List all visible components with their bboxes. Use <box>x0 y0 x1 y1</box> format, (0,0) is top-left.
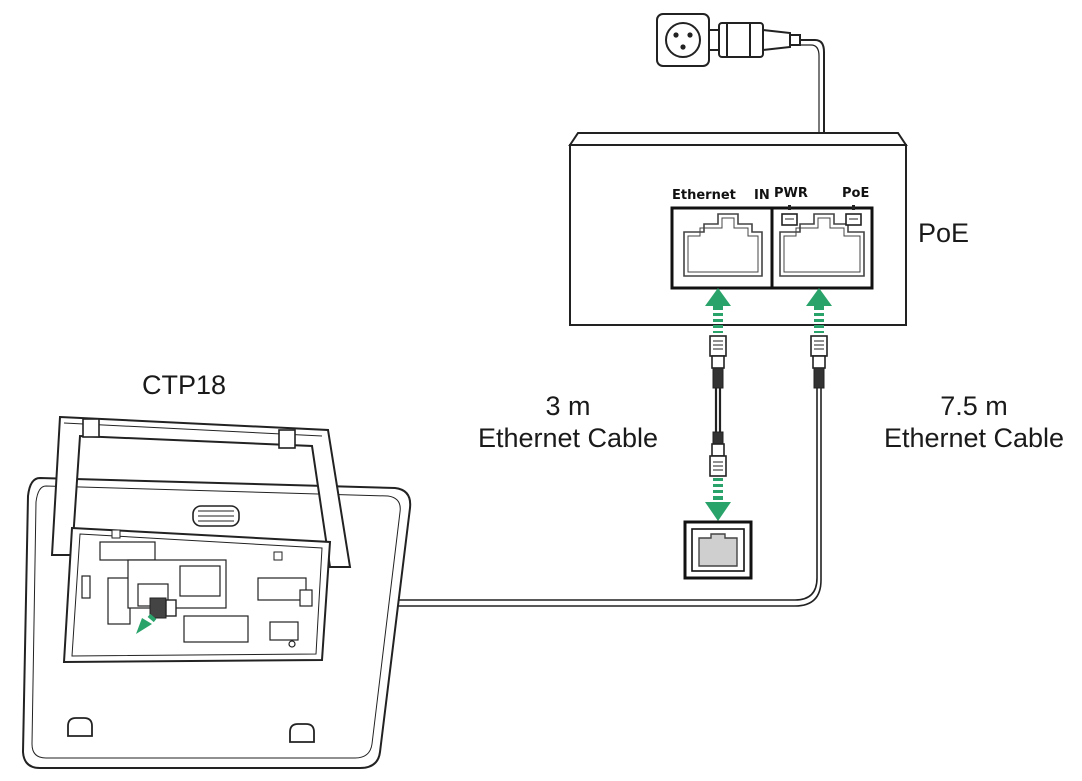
long-cable-type: Ethernet Cable <box>883 422 1065 453</box>
power-outlet-icon <box>656 13 710 67</box>
device-label: CTP18 <box>142 370 227 400</box>
long-cable-length: 7.5 m <box>940 391 1008 421</box>
port-label-pwr: PWR <box>774 186 808 201</box>
arrow-to-poe-out-icon <box>806 288 832 333</box>
poe-out-port <box>779 213 865 277</box>
poe-led-icon <box>845 205 862 226</box>
ctp18-device <box>21 415 412 769</box>
arrow-to-ethernet-in-icon <box>705 288 731 333</box>
power-plug-icon <box>708 22 801 58</box>
power-cord <box>800 39 825 132</box>
port-label-poe: PoE <box>842 186 870 201</box>
long-cable-label: 7.5 m Ethernet Cable <box>870 391 1078 455</box>
short-cable-label: 3 m Ethernet Cable <box>466 391 670 455</box>
port-label-ethernet: Ethernet <box>672 188 736 203</box>
short-cable-type: Ethernet Cable <box>477 422 659 453</box>
wall-ethernet-jack <box>683 520 753 580</box>
poe-injector-label: PoE <box>918 218 970 248</box>
arrow-to-ctp18-port-icon <box>136 613 157 634</box>
short-cable-length: 3 m <box>545 391 591 421</box>
long-ethernet-cable <box>170 335 828 607</box>
poe-injector <box>568 132 908 326</box>
arrow-to-wall-jack-icon <box>705 478 731 521</box>
short-ethernet-cable <box>709 335 727 477</box>
ethernet-in-port <box>683 213 763 277</box>
pwr-led-icon <box>781 205 798 226</box>
port-label-in: IN <box>754 188 770 203</box>
